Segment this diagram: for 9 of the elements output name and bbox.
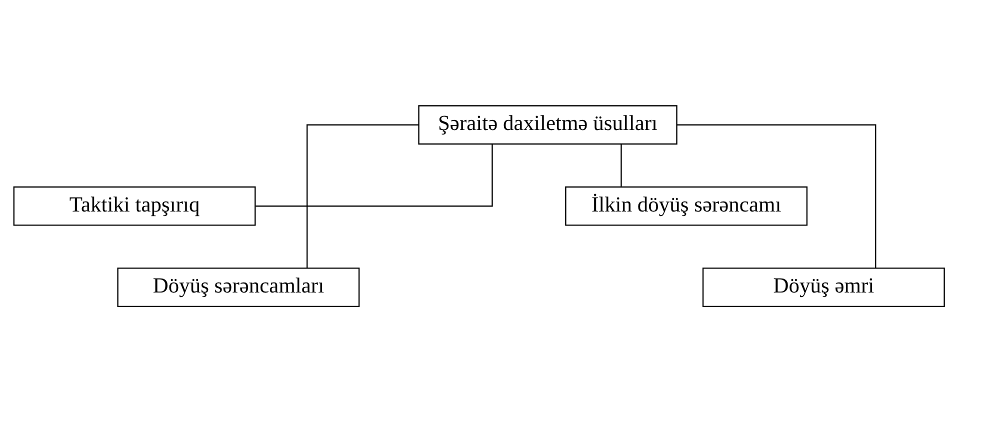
connector	[620, 144, 622, 186]
connector	[306, 124, 419, 268]
node-box: İlkin döyüş sərəncamı	[565, 186, 808, 226]
node-box: Taktiki tapşırıq	[13, 186, 256, 226]
connector	[676, 124, 876, 268]
connector	[256, 144, 493, 206]
node-box: Döyüş sərəncamları	[117, 267, 360, 307]
node-box: Şəraitə daxiletmə üsulları	[418, 104, 678, 144]
node-box: Döyüş əmri	[702, 267, 945, 307]
